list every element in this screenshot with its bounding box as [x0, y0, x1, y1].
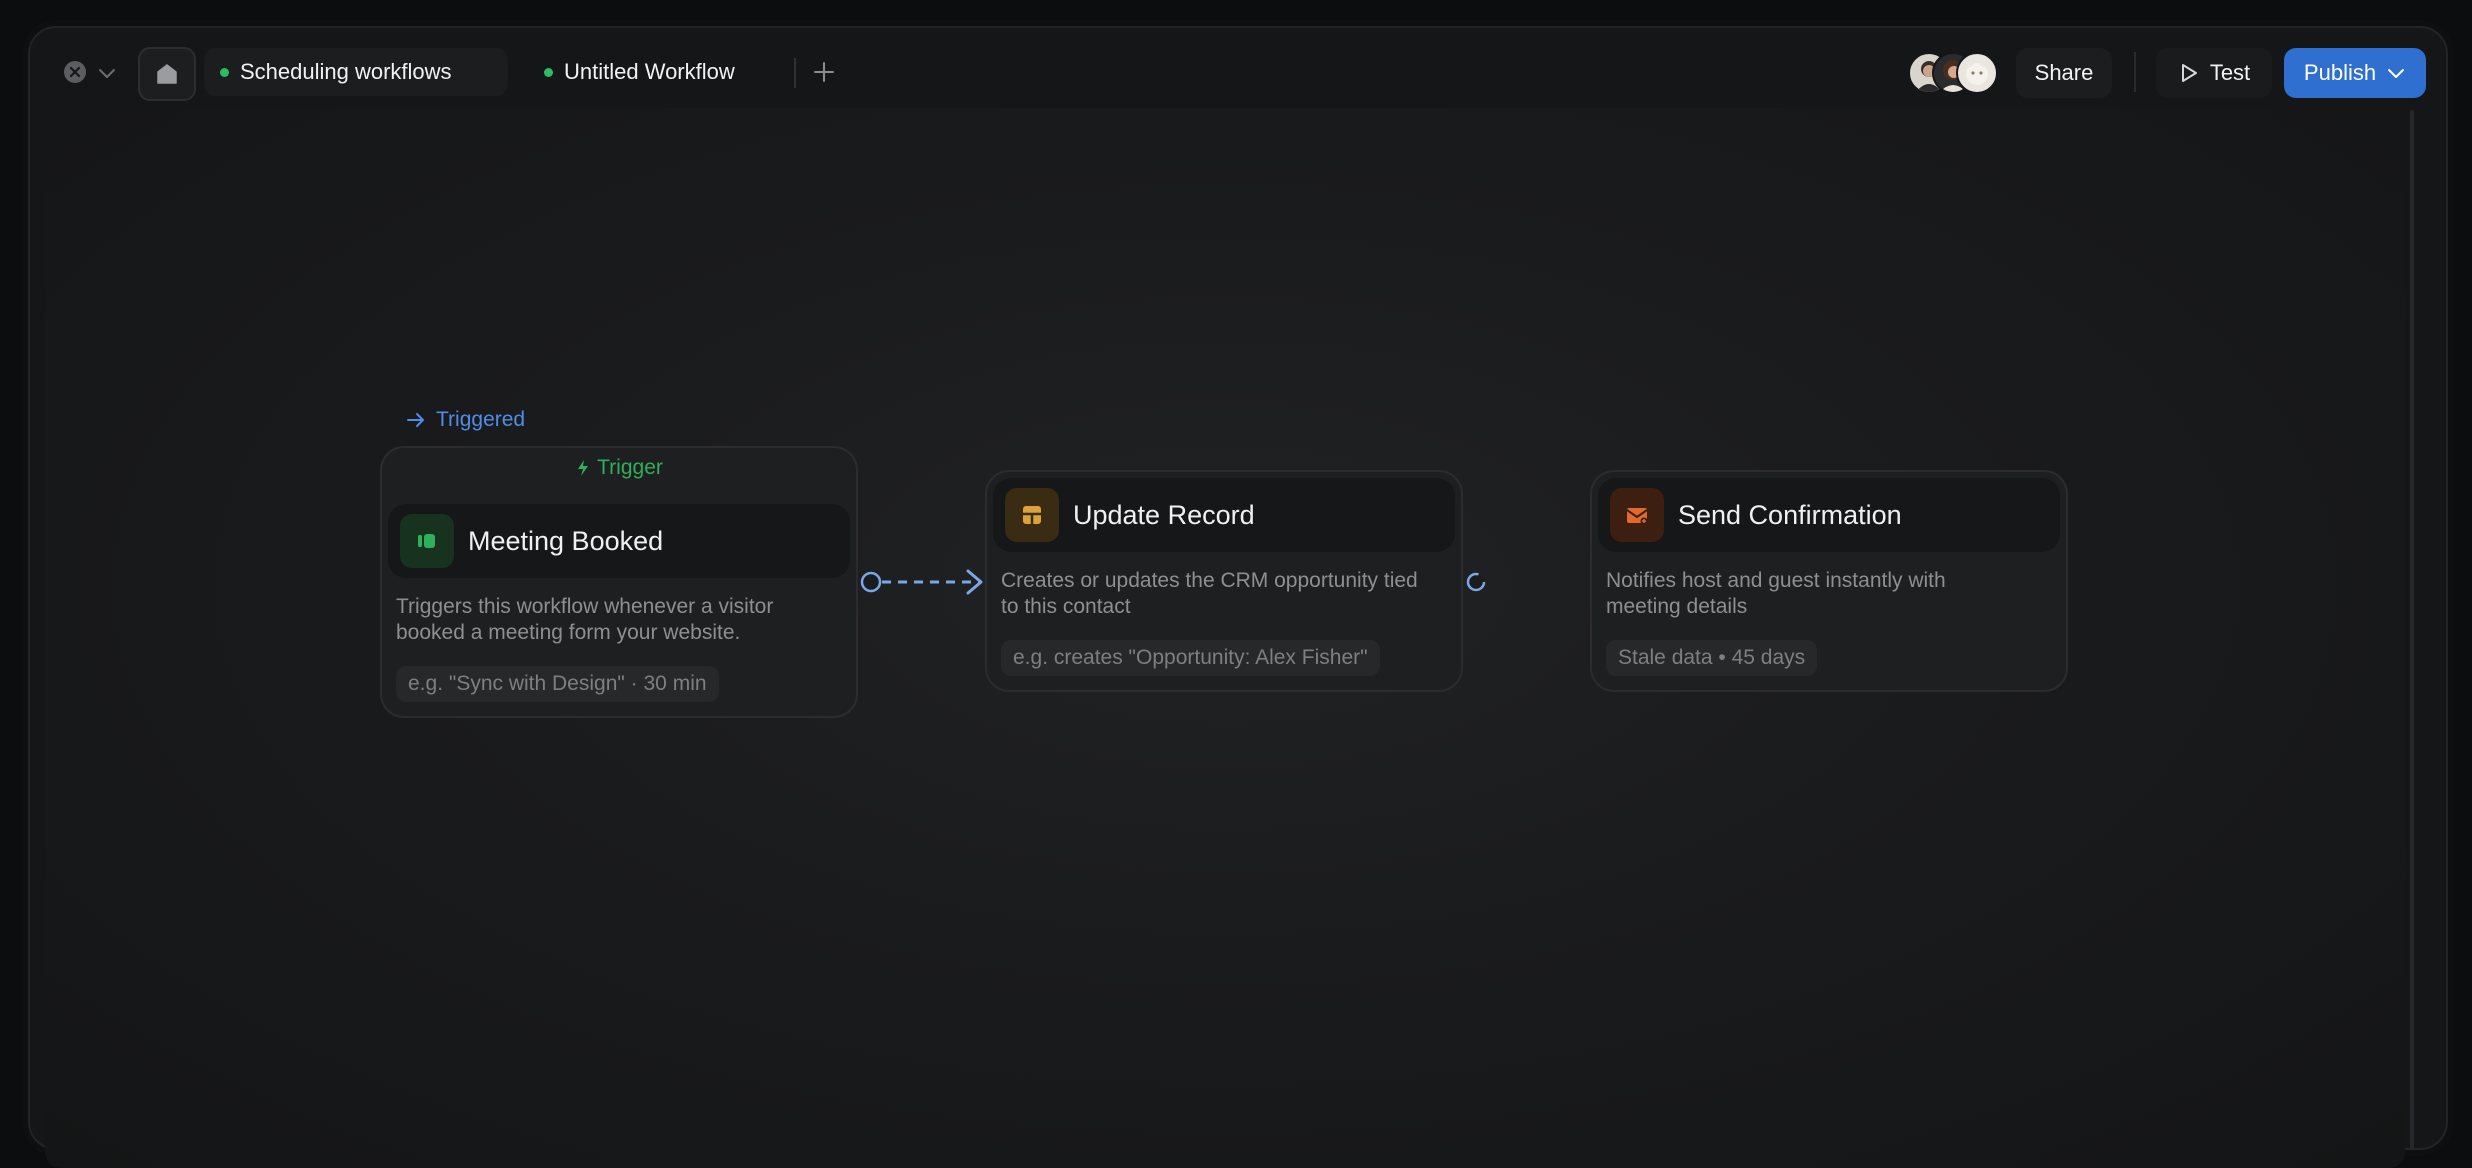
toolbar-divider — [2134, 52, 2136, 92]
node-meeting-booked[interactable]: Trigger Meeting Booked Triggers this wor… — [380, 446, 858, 718]
connector-arrow — [860, 569, 983, 595]
node-example: e.g. creates "Opportunity: Alex Fisher" — [1001, 640, 1380, 676]
chevron-down-icon[interactable] — [96, 62, 118, 84]
status-dot — [220, 67, 229, 77]
collaborator-avatars — [1908, 52, 2008, 94]
play-icon — [2181, 64, 2197, 82]
node-title: Send Confirmation — [1678, 499, 1902, 530]
node-send-confirmation[interactable]: Send Confirmation Notifies host and gues… — [1590, 470, 2068, 692]
table-icon — [1005, 488, 1059, 542]
node-description: Triggers this workflow whenever a visito… — [396, 595, 774, 644]
close-icon[interactable] — [64, 61, 86, 83]
publish-button[interactable]: Publish — [2284, 48, 2426, 98]
node-header: Send Confirmation — [1598, 478, 2060, 552]
meeting-icon — [400, 514, 454, 568]
node-title: Update Record — [1073, 499, 1255, 530]
node-status: Stale data • 45 days — [1606, 640, 1818, 676]
tab-label: Untitled Workflow — [564, 59, 735, 84]
node-example: e.g. "Sync with Design" · 30 min — [396, 666, 719, 702]
bolt-icon — [578, 460, 589, 476]
home-icon — [157, 64, 177, 84]
output-port[interactable] — [1464, 570, 1488, 594]
node-title: Meeting Booked — [468, 525, 664, 556]
top-bar: Scheduling workflows Untitled Workflow S… — [30, 28, 2446, 108]
chevron-down-icon — [2388, 69, 2405, 78]
scrollbar[interactable] — [2410, 110, 2414, 1150]
node-header: Update Record — [993, 478, 1455, 552]
node-description: Notifies host and guest instantly with m… — [1606, 569, 1946, 618]
node-header: Meeting Booked — [388, 504, 850, 578]
publish-label: Publish — [2303, 60, 2377, 85]
home-button[interactable] — [138, 47, 196, 101]
share-button[interactable]: Share — [2016, 48, 2112, 98]
plus-icon — [814, 62, 834, 82]
arrow-right-icon — [407, 413, 424, 427]
tab-untitled-workflow[interactable]: Untitled Workflow — [536, 48, 796, 96]
test-button[interactable]: Test — [2156, 48, 2272, 98]
share-label: Share — [2034, 60, 2094, 85]
triggered-text: Triggered — [436, 408, 526, 431]
tab-scheduling-workflows[interactable]: Scheduling workflows — [204, 48, 508, 96]
mail-icon — [1610, 488, 1664, 542]
status-dot — [544, 67, 553, 77]
new-tab-button[interactable] — [810, 58, 838, 86]
trigger-badge: Trigger — [382, 456, 856, 480]
node-description: Creates or updates the CRM opportunity t… — [1001, 569, 1418, 618]
trigger-badge-label: Trigger — [597, 456, 663, 479]
triggered-label: Triggered — [406, 408, 525, 432]
tab-label: Scheduling workflows — [240, 59, 452, 84]
test-label: Test — [2209, 60, 2251, 85]
node-update-record[interactable]: Update Record Creates or updates the CRM… — [985, 470, 1463, 692]
tab-divider — [794, 58, 796, 88]
avatar-cat[interactable] — [1956, 52, 1998, 94]
